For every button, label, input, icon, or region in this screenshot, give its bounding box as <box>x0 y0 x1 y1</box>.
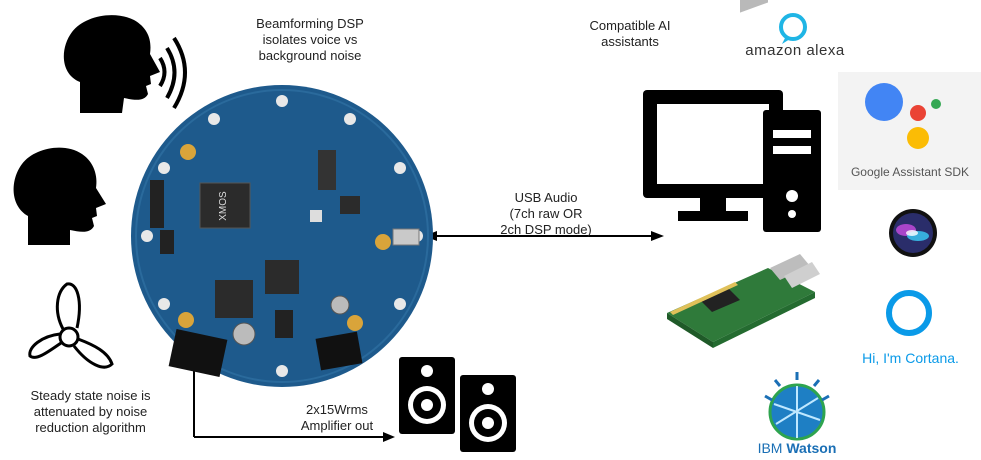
chip-label: XMOS <box>218 191 229 221</box>
alexa-wordmark: amazon alexa <box>745 42 845 59</box>
dsp-caption: Beamforming DSP isolates voice vs backgr… <box>256 16 364 63</box>
watson-text: Watson <box>786 440 837 456</box>
google-assistant-wordmark: Google Assistant SDK <box>850 165 970 179</box>
cortana-wordmark: Hi, I'm Cortana. <box>862 350 959 366</box>
usb-audio-caption: USB Audio (7ch raw OR 2ch DSP mode) <box>500 190 592 237</box>
fan-icon <box>28 282 114 369</box>
noise-caption: Steady state noise is attenuated by nois… <box>30 388 151 435</box>
desktop-computer-icon <box>643 90 821 232</box>
amplifier-caption: 2x15Wrms Amplifier out <box>300 402 374 433</box>
ibm-watson-wordmark: IBM Watson <box>742 440 852 456</box>
silent-head-icon <box>13 147 107 245</box>
speaker-icon <box>460 375 516 452</box>
circular-mic-array-board: XMOS <box>131 85 433 387</box>
assistants-caption: Compatible AI assistants <box>589 18 671 49</box>
watson-globe-icon <box>764 372 830 441</box>
speaking-head-icon <box>63 15 187 113</box>
speaker-icon <box>399 357 455 434</box>
google-assistant-logo <box>838 72 981 190</box>
ibm-text: IBM <box>757 440 783 456</box>
cortana-ring-icon <box>886 290 932 336</box>
alexa-logo <box>779 13 807 44</box>
raspberry-pi-board <box>667 0 820 348</box>
siri-icon <box>889 209 937 257</box>
